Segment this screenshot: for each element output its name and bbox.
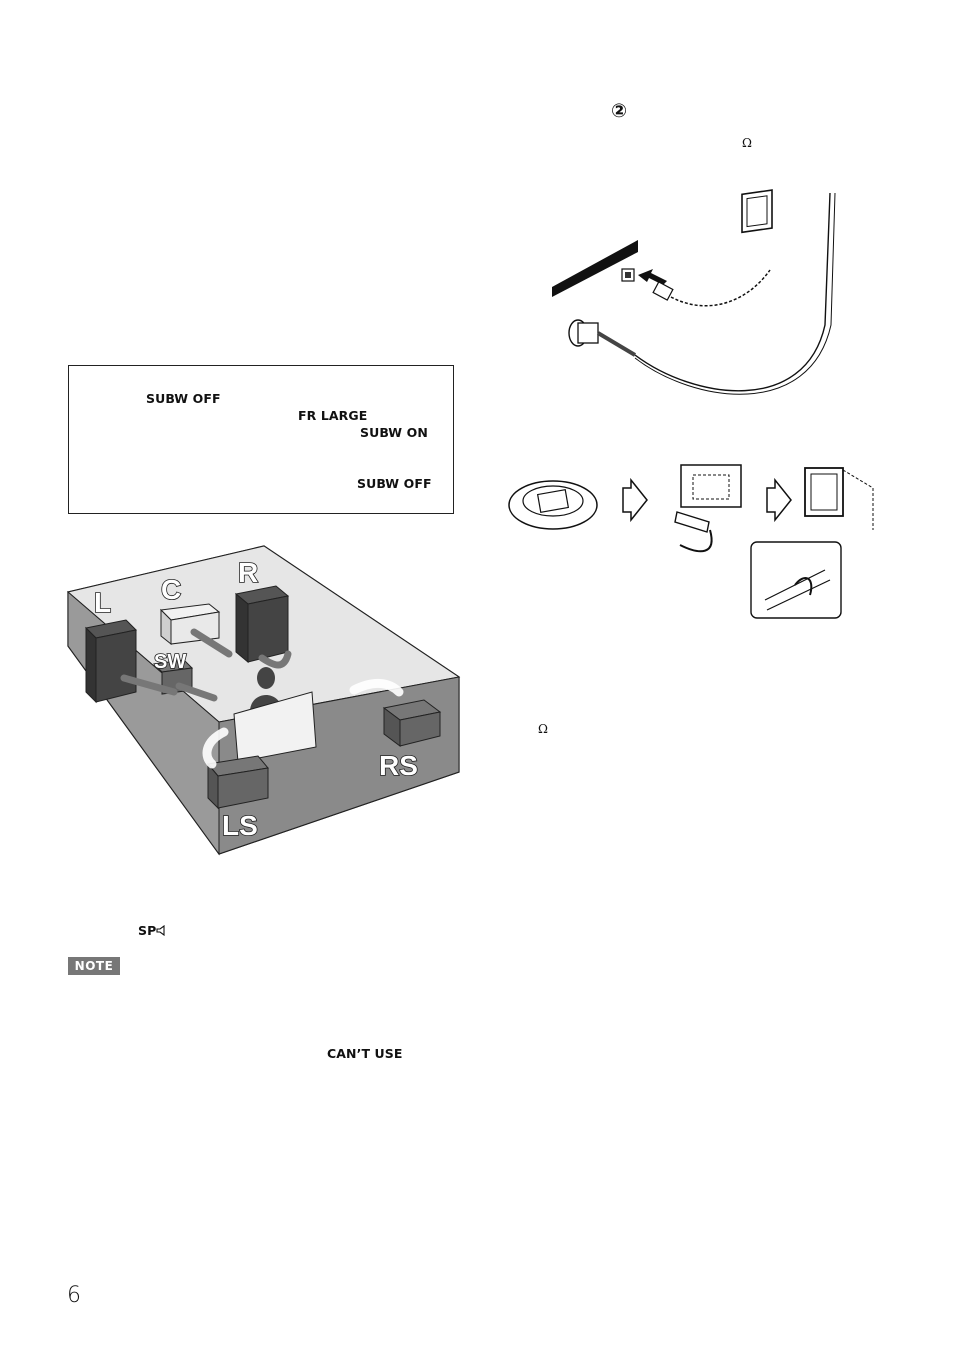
speaker-label-sw: SW: [154, 651, 186, 673]
loop-antenna-assembly-illustration: [508, 464, 874, 619]
speaker-label-ls: LS: [222, 810, 258, 841]
speaker-label-c: C: [161, 574, 181, 605]
ohm-symbol-bottom: Ω: [538, 722, 548, 736]
page-number: 6: [67, 1283, 81, 1308]
left-surround-speaker-icon: [207, 755, 269, 810]
subw-off-label-2: SUBW OFF: [357, 476, 432, 491]
antenna-standing-icon: [804, 467, 874, 530]
antenna-connection-illustration: [552, 189, 836, 395]
speaker-label-l: L: [94, 587, 111, 618]
speaker-icon: [156, 924, 165, 937]
sp-indicator: SP: [138, 923, 166, 938]
sp-indicator-text: SP: [138, 923, 157, 938]
subw-off-label-1: SUBW OFF: [146, 391, 221, 406]
speaker-placement-diagram: L C R SW RS LS: [66, 545, 461, 856]
subwoofer-settings-notebox: [68, 365, 454, 514]
subw-on-label: SUBW ON: [360, 425, 428, 440]
antenna-unfolding-icon: [674, 464, 742, 553]
fr-large-label: FR LARGE: [298, 408, 368, 423]
cant-use-label: CAN’T USE: [327, 1046, 403, 1061]
right-surround-speaker-icon: [382, 699, 442, 747]
listener-icon: [233, 667, 317, 763]
center-speaker-icon: [159, 603, 221, 646]
right-speaker-icon: [234, 585, 290, 664]
antenna-folded-icon: [508, 480, 598, 530]
speaker-label-r: R: [238, 557, 258, 588]
speaker-label-rs: RS: [379, 750, 418, 781]
left-speaker-icon: [84, 619, 138, 704]
step-number-2: ②: [611, 100, 628, 122]
note-badge: NOTE: [68, 957, 120, 975]
ohm-symbol-top: Ω: [742, 136, 752, 150]
